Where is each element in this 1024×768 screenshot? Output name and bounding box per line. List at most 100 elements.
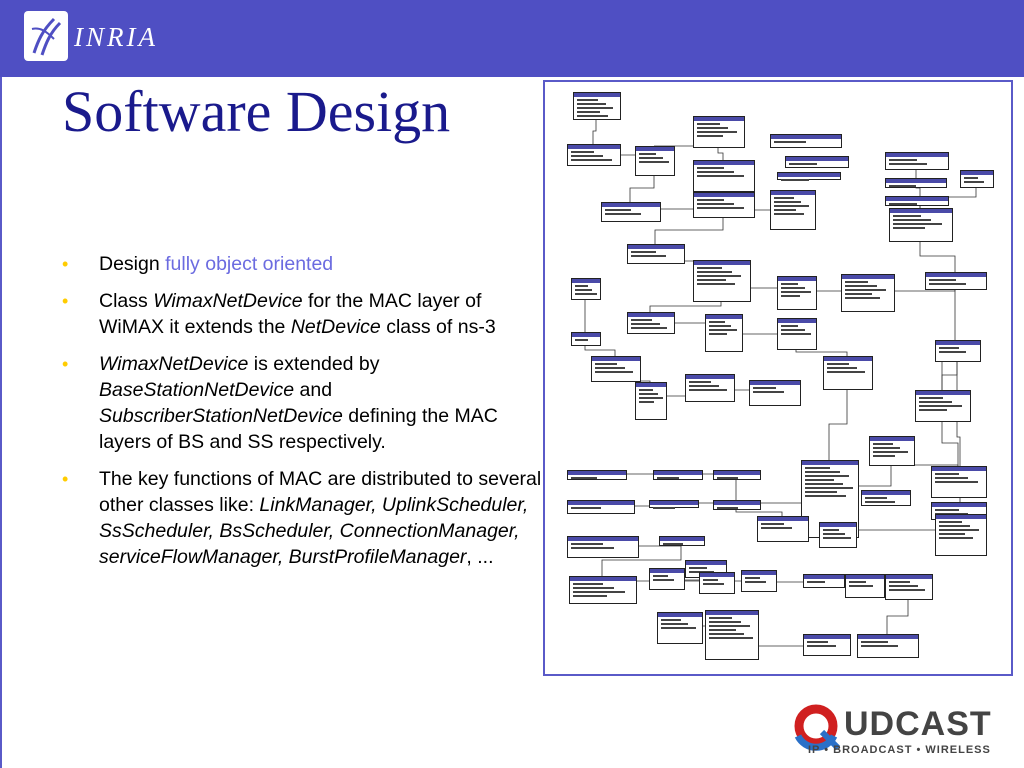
udcast-wordmark: UDCAST xyxy=(844,705,992,743)
uml-class-box xyxy=(757,516,809,542)
uml-class-box xyxy=(885,574,933,600)
uml-class-box xyxy=(915,390,971,422)
uml-class-box xyxy=(653,470,703,480)
uml-class-box xyxy=(573,92,621,120)
uml-class-box xyxy=(635,382,667,420)
uml-class-box xyxy=(693,260,751,302)
uml-class-box xyxy=(567,500,635,514)
uml-class-box xyxy=(713,500,761,510)
uml-class-box xyxy=(649,500,699,509)
uml-class-box xyxy=(705,610,759,660)
uml-connector-line xyxy=(592,118,597,144)
uml-connector-line xyxy=(919,240,956,272)
uml-class-box xyxy=(785,156,849,168)
uml-connector-line xyxy=(941,360,958,390)
bullet-item: • Design fully object oriented xyxy=(62,251,546,277)
uml-class-box xyxy=(770,190,816,230)
bullet-text: , ... xyxy=(466,546,494,568)
uml-class-box xyxy=(567,470,627,480)
uml-class-box xyxy=(693,116,745,148)
uml-class-box xyxy=(627,312,675,334)
uml-connector-line xyxy=(735,508,783,516)
bullet-text: fully object oriented xyxy=(165,253,334,275)
uml-connector-line xyxy=(717,146,724,160)
uml-class-diagram xyxy=(543,80,1013,676)
bullet-text: SubscriberStationNetDevice xyxy=(99,405,343,427)
uml-class-box xyxy=(657,612,703,644)
bullet-text: The key functions of MAC are distributed… xyxy=(99,468,542,516)
uml-class-box xyxy=(885,196,949,206)
uml-class-box xyxy=(803,634,851,656)
uml-class-box xyxy=(857,634,919,658)
bullet-text: is extended by xyxy=(248,353,380,375)
uml-class-box xyxy=(931,466,987,498)
uml-class-box xyxy=(819,522,857,548)
header-bar: INRIA xyxy=(0,0,1024,77)
slide-title: Software Design xyxy=(62,79,451,144)
uml-class-box xyxy=(749,380,801,406)
uml-class-box xyxy=(713,470,761,480)
uml-class-box xyxy=(693,192,755,218)
bullet-text: Class xyxy=(99,290,154,312)
bullet-text: and xyxy=(294,379,333,401)
uml-class-box xyxy=(741,570,777,592)
uml-class-box xyxy=(935,340,981,362)
inria-logo-icon xyxy=(24,11,68,61)
bullet-item: • WimaxNetDevice is extended by BaseStati… xyxy=(62,351,546,455)
uml-class-box xyxy=(591,356,641,382)
bullet-text: WimaxNetDevice xyxy=(99,353,249,375)
left-rule xyxy=(0,77,2,768)
udcast-swirl-icon xyxy=(794,704,841,751)
uml-connector-line xyxy=(649,300,722,312)
uml-class-box xyxy=(960,170,994,188)
uml-class-box xyxy=(635,146,675,176)
bullet-text: defining the MAC layers of BS and SS res… xyxy=(99,405,498,453)
bullet-list: • Design fully object oriented • Class Wima… xyxy=(62,251,546,581)
bullet-text: LinkManager, UplinkScheduler, SsSchedule… xyxy=(99,494,529,568)
uml-class-box xyxy=(803,574,845,588)
uml-class-box xyxy=(777,318,817,350)
uml-class-box xyxy=(777,276,817,310)
uml-class-box xyxy=(659,536,705,546)
uml-connector-line xyxy=(629,174,655,202)
bullet-dot-icon: • xyxy=(62,254,69,274)
uml-connector-line xyxy=(584,344,616,356)
inria-logo-text: INRIA xyxy=(74,22,158,52)
uml-class-box xyxy=(601,202,661,222)
bullet-dot-icon: • xyxy=(62,469,69,489)
uml-class-box xyxy=(885,152,949,170)
uml-class-box xyxy=(770,134,842,148)
uml-connector-line xyxy=(795,348,848,356)
uml-connector-line xyxy=(886,598,909,634)
uml-class-box xyxy=(693,160,755,192)
uml-connector-line xyxy=(654,216,724,244)
uml-class-box xyxy=(685,374,735,402)
uml-class-box xyxy=(889,208,953,242)
bullet-dot-icon: • xyxy=(62,291,69,311)
uml-connector-line xyxy=(601,544,682,576)
bullet-text: Design xyxy=(99,253,166,275)
bullet-text: class of ns-3 xyxy=(380,316,496,338)
uml-class-box xyxy=(869,436,915,466)
bullet-text: WimaxNetDevice xyxy=(153,290,303,312)
uml-class-box xyxy=(649,568,685,590)
uml-class-box xyxy=(845,574,885,598)
udcast-logo: UDCAST IP • BROADCAST • WIRELESS xyxy=(792,702,1012,762)
uml-connector-line xyxy=(828,388,848,460)
uml-class-box xyxy=(571,332,601,346)
uml-class-box xyxy=(699,572,735,594)
bullet-text: NetDevice xyxy=(290,316,381,338)
uml-class-box xyxy=(567,144,621,166)
uml-class-box xyxy=(935,514,987,556)
uml-class-box xyxy=(569,576,637,604)
bullet-text: for the MAC layer of WiMAX it extends th… xyxy=(99,290,482,338)
uml-class-box xyxy=(861,490,911,506)
bullet-item: • Class WimaxNetDevice for the MAC layer … xyxy=(62,288,546,340)
udcast-tagline: IP • BROADCAST • WIRELESS xyxy=(808,744,991,756)
bullet-text: BaseStationNetDevice xyxy=(99,379,295,401)
uml-class-box xyxy=(777,172,841,181)
bullet-item: • The key functions of MAC are distribute… xyxy=(62,466,546,570)
uml-class-box xyxy=(925,272,987,290)
uml-class-box xyxy=(627,244,685,264)
bullet-dot-icon: • xyxy=(62,354,69,374)
